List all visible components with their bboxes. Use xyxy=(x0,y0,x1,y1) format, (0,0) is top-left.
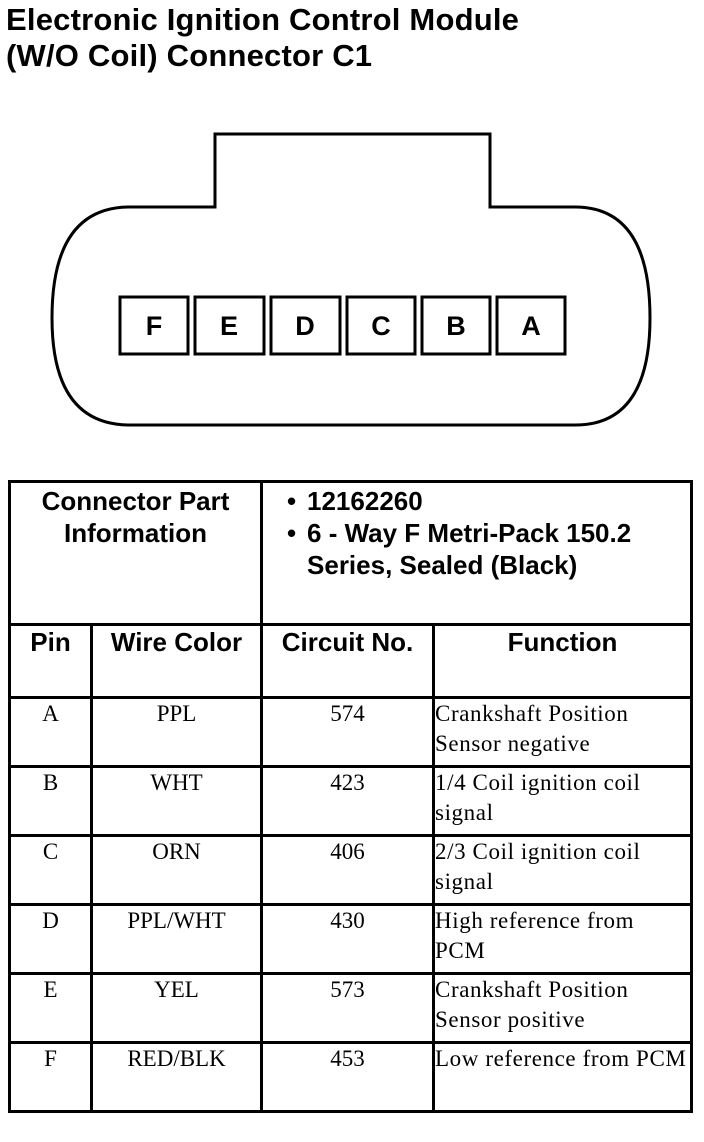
function-cell: Crankshaft Position Sensor positive xyxy=(432,972,694,1044)
pin-label-f: F xyxy=(146,311,163,341)
pin-cavity-b xyxy=(420,295,492,356)
pin-cavity-c xyxy=(345,295,417,356)
title-line-1: Electronic Ignition Control Module xyxy=(6,2,520,37)
circuit-cell: 406 xyxy=(260,834,436,906)
pin-cell: B xyxy=(8,765,93,837)
wire-color-cell: PPL/WHT xyxy=(89,903,264,975)
circuit-cell: 453 xyxy=(260,1041,436,1113)
pin-cell: F xyxy=(8,1041,93,1113)
part-info-details-cell: 12162260 6 - Way F Metri-Pack 150.2 Seri… xyxy=(260,480,694,626)
function-cell: Low reference from PCM xyxy=(432,1041,694,1113)
pin-cell: C xyxy=(8,834,93,906)
header-wire-color: Wire Color xyxy=(89,623,264,699)
pin-label-c: C xyxy=(371,311,391,341)
wire-color-cell: PPL xyxy=(89,696,264,768)
pin-label-b: B xyxy=(446,311,466,341)
title-line-2: (W/O Coil) Connector C1 xyxy=(6,38,373,73)
header-circuit-no: Circuit No. xyxy=(260,623,436,699)
part-info-list: 12162260 6 - Way F Metri-Pack 150.2 Seri… xyxy=(263,483,690,581)
function-cell: Crankshaft Position Sensor negative xyxy=(432,696,694,768)
part-info-row: Connector Part Information 12162260 6 - … xyxy=(7,480,694,626)
circuit-cell: 573 xyxy=(260,972,436,1044)
circuit-cell: 423 xyxy=(260,765,436,837)
function-cell: 2/3 Coil ignition coil signal xyxy=(432,834,694,906)
part-info-label: Connector Part Information xyxy=(41,486,230,548)
pin-cavity-f xyxy=(118,295,190,356)
wire-color-cell: WHT xyxy=(89,765,264,837)
part-number: 12162260 xyxy=(287,485,690,517)
table-row: A PPL 574 Crankshaft Position Sensor neg… xyxy=(8,696,694,768)
table-row: B WHT 423 1/4 Coil ignition coil signal xyxy=(8,765,694,837)
header-function: Function xyxy=(432,623,694,699)
table-row: E YEL 573 Crankshaft Position Sensor pos… xyxy=(8,972,694,1044)
function-cell: 1/4 Coil ignition coil signal xyxy=(432,765,694,837)
wire-color-cell: ORN xyxy=(89,834,264,906)
circuit-cell: 574 xyxy=(260,696,436,768)
pin-cavity-e xyxy=(193,295,266,356)
wire-color-cell: RED/BLK xyxy=(89,1041,264,1113)
pin-cavity-d xyxy=(269,295,342,356)
function-cell: High reference from PCM xyxy=(432,903,694,975)
circuit-cell: 430 xyxy=(260,903,436,975)
diagram-title: Electronic Ignition Control Module (W/O … xyxy=(6,2,519,74)
part-info-label-cell: Connector Part Information xyxy=(7,480,264,626)
pin-labels: F E D C B A xyxy=(146,311,541,341)
table-row: C ORN 406 2/3 Coil ignition coil signal xyxy=(8,834,694,906)
pin-cell: D xyxy=(8,903,93,975)
pin-label-e: E xyxy=(220,311,238,341)
table-row: D PPL/WHT 430 High reference from PCM xyxy=(8,903,694,975)
pin-label-a: A xyxy=(521,311,541,341)
pin-cavities xyxy=(118,295,567,356)
connector-face-diagram: F E D C B A xyxy=(50,132,652,427)
pinout-table: Connector Part Information 12162260 6 - … xyxy=(7,480,694,1113)
wire-color-cell: YEL xyxy=(89,972,264,1044)
pin-label-d: D xyxy=(295,311,315,341)
pin-cell: E xyxy=(8,972,93,1044)
pin-cell: A xyxy=(8,696,93,768)
pin-cavity-a xyxy=(495,295,567,356)
part-description: 6 - Way F Metri-Pack 150.2 Series, Seale… xyxy=(287,517,690,581)
table-row: F RED/BLK 453 Low reference from PCM xyxy=(8,1041,694,1113)
header-pin: Pin xyxy=(8,623,93,699)
header-row: Pin Wire Color Circuit No. Function xyxy=(8,623,694,699)
connector-outline xyxy=(50,132,652,427)
